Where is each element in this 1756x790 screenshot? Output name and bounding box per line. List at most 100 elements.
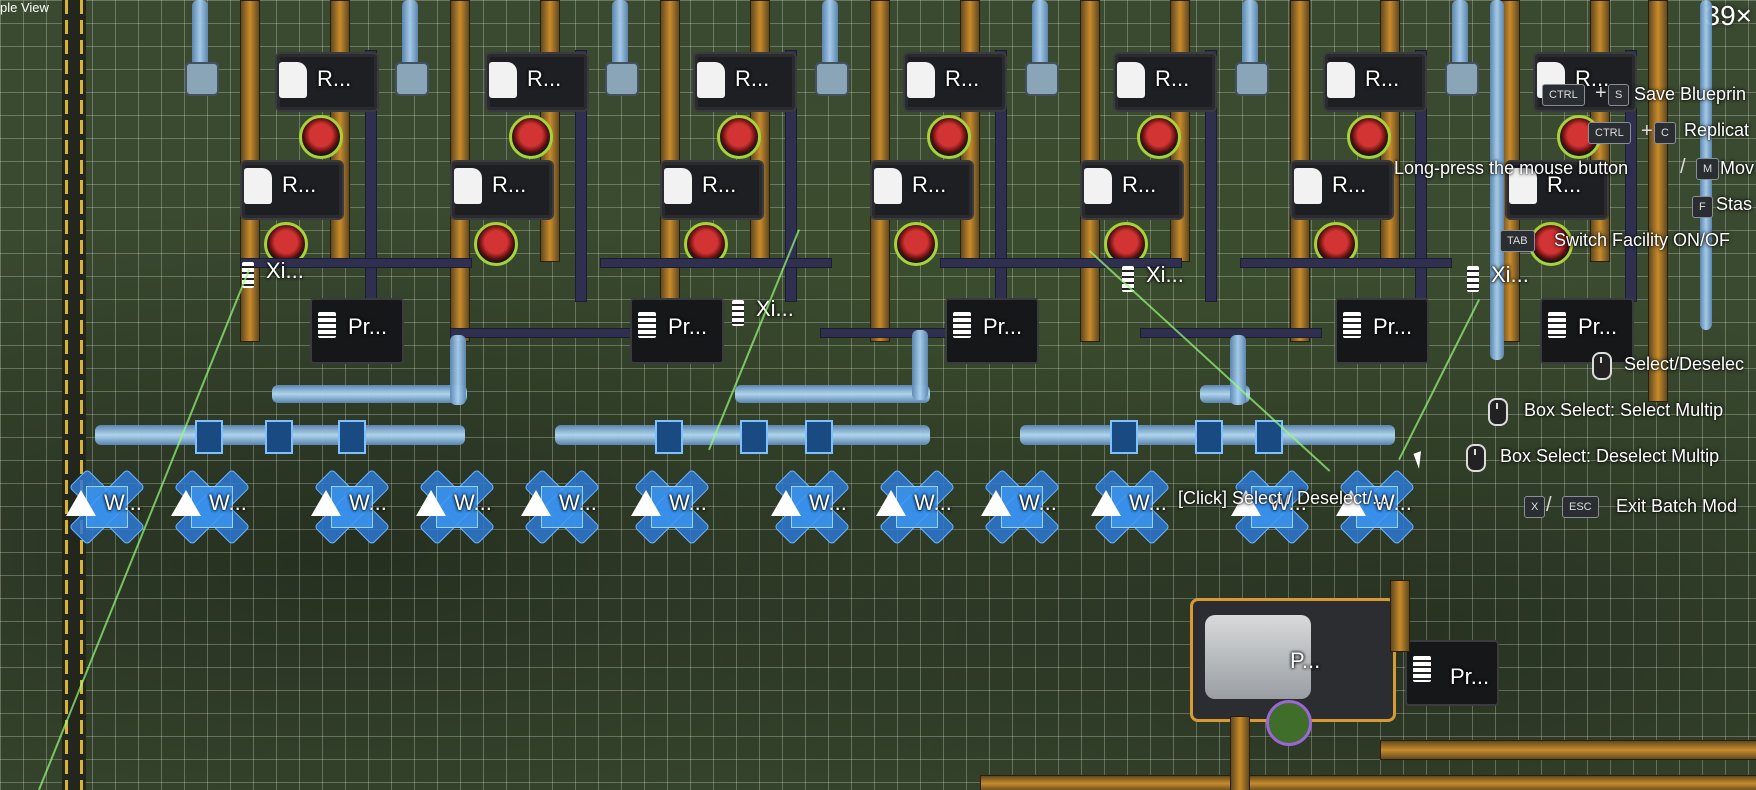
key-esc: ESC xyxy=(1562,496,1599,518)
pump-icon xyxy=(1091,490,1121,516)
pump-label: W... xyxy=(1019,490,1057,515)
pump-icon xyxy=(416,490,446,516)
refinery-label: R... xyxy=(1365,66,1400,91)
belt-junction[interactable] xyxy=(815,62,849,96)
belt-junction[interactable] xyxy=(185,62,219,96)
key-x: X xyxy=(1524,496,1546,518)
item-belt-vertical xyxy=(575,50,587,302)
pipe-transfer-node[interactable] xyxy=(195,420,223,454)
hub-output-icon xyxy=(1266,700,1312,746)
key-c: C xyxy=(1654,122,1676,144)
item-belt-horizontal xyxy=(600,258,832,268)
pipe-transfer-node[interactable] xyxy=(655,420,683,454)
pipe-transfer-node[interactable] xyxy=(265,420,293,454)
zoom-readout: 39× xyxy=(1704,0,1753,31)
refinery-icon xyxy=(489,62,517,98)
xi-marker-icon xyxy=(732,300,744,326)
pump-label: W... xyxy=(349,490,387,515)
belt-junction[interactable] xyxy=(1025,62,1059,96)
protocol-storage[interactable] xyxy=(310,298,404,364)
refinery-label: R... xyxy=(945,66,980,91)
storage-label: Pr... xyxy=(1578,314,1618,339)
xi-label: Xi... xyxy=(266,258,304,283)
pipe-transfer-node[interactable] xyxy=(740,420,768,454)
pump-label: W... xyxy=(669,490,707,515)
storage-icon xyxy=(638,312,656,338)
belt-junction[interactable] xyxy=(395,62,429,96)
pipe-transfer-node[interactable] xyxy=(338,420,366,454)
belt-junction[interactable] xyxy=(605,62,639,96)
save-blueprint-hint: Save Blueprin xyxy=(1634,84,1747,104)
pipe-transfer-node[interactable] xyxy=(1195,420,1223,454)
item-belt-horizontal xyxy=(1240,258,1452,268)
refinery-icon xyxy=(1327,62,1355,98)
refinery-icon xyxy=(907,62,935,98)
storage-icon xyxy=(1343,312,1361,338)
water-pipe-vertical xyxy=(822,0,838,70)
xi-label: Xi... xyxy=(1146,262,1184,287)
refinery-icon xyxy=(1117,62,1145,98)
storage-label: Pr... xyxy=(348,314,388,339)
water-pipe-vertical xyxy=(1032,0,1048,70)
water-pipe-vertical xyxy=(1242,0,1258,70)
belt-junction[interactable] xyxy=(1235,62,1269,96)
pump-icon xyxy=(521,490,551,516)
water-pipe-vertical xyxy=(1452,0,1468,70)
production-hub[interactable] xyxy=(1190,598,1396,722)
water-pipe-vertical xyxy=(1490,0,1504,360)
refinery-label: R... xyxy=(702,172,737,197)
protocol-storage[interactable] xyxy=(630,298,724,364)
ruby-product-icon xyxy=(474,222,518,266)
pump-label: W... xyxy=(209,490,247,515)
storage-label: Pr... xyxy=(983,314,1023,339)
storage-label: Pr... xyxy=(668,314,708,339)
storage-icon xyxy=(1548,312,1566,338)
pump-label: W... xyxy=(1129,490,1167,515)
box-deselect-hint: Box Select: Deselect Multip xyxy=(1500,446,1720,466)
storage-icon xyxy=(318,312,336,338)
protocol-storage[interactable] xyxy=(1540,298,1634,364)
key-f: F xyxy=(1692,196,1713,218)
conveyor-horizontal xyxy=(1380,740,1756,760)
refinery-icon xyxy=(244,168,272,204)
belt-junction[interactable] xyxy=(1445,62,1479,96)
pump-icon xyxy=(311,490,341,516)
exit-batch-hint: Exit Batch Mod xyxy=(1616,496,1738,516)
hazard-road xyxy=(62,0,86,790)
pipe-transfer-node[interactable] xyxy=(1110,420,1138,454)
box-select-hint: Box Select: Select Multip xyxy=(1524,400,1724,420)
refinery-icon xyxy=(1509,168,1537,204)
key-ctrl: CTRL xyxy=(1588,122,1631,144)
pump-label: W... xyxy=(104,490,142,515)
switch-facility-hint: Switch Facility ON/OF xyxy=(1554,230,1731,250)
xi-marker-icon xyxy=(1467,266,1479,292)
pump-label: W... xyxy=(809,490,847,515)
key-tab: TAB xyxy=(1500,230,1535,252)
refinery-icon xyxy=(874,168,902,204)
move-hint: Mov xyxy=(1720,158,1755,178)
storage-icon xyxy=(953,312,971,338)
refinery-icon xyxy=(697,62,725,98)
water-pipe-vertical xyxy=(402,0,418,70)
pump-label: W... xyxy=(454,490,492,515)
conveyor-vertical xyxy=(1648,0,1668,402)
item-belt-horizontal xyxy=(820,328,952,338)
refinery-icon xyxy=(1294,168,1322,204)
move-hint-prefix: Long-press the mouse button xyxy=(1394,158,1629,178)
storage-label: Pr... xyxy=(1373,314,1413,339)
pump-label: W... xyxy=(914,490,952,515)
mouse-left-click-icon xyxy=(1592,352,1612,380)
cursor-tooltip: [Click] Select / Deselect/... xyxy=(1178,488,1388,508)
refinery-label: R... xyxy=(912,172,947,197)
slash-separator: / xyxy=(1546,494,1552,516)
pipe-transfer-node[interactable] xyxy=(805,420,833,454)
xi-label: Xi... xyxy=(1491,262,1529,287)
conveyor-vertical xyxy=(1230,716,1250,790)
water-pipe-vertical xyxy=(192,0,208,70)
water-main xyxy=(272,385,467,403)
refinery-label: R... xyxy=(282,172,317,197)
pump-icon xyxy=(66,490,96,516)
key-ctrl: CTRL xyxy=(1542,84,1585,106)
refinery-icon xyxy=(664,168,692,204)
